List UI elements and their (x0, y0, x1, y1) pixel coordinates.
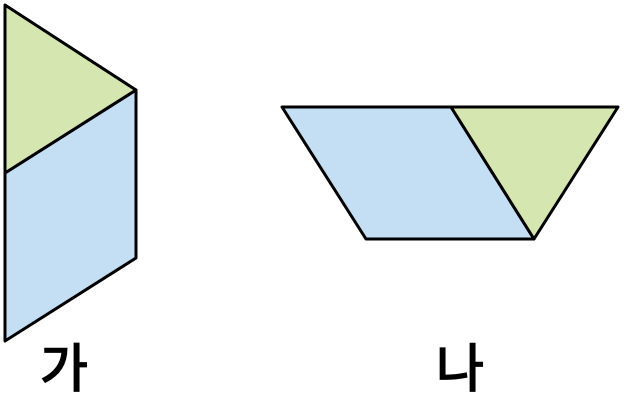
figure-ga-triangle (3, 3, 138, 175)
figure-ga-label: 가 (40, 340, 88, 400)
figure-na-triangle (449, 105, 620, 241)
figure-na-label: 나 (436, 340, 484, 400)
figure-ga (3, 3, 138, 343)
figure-na (280, 105, 620, 241)
